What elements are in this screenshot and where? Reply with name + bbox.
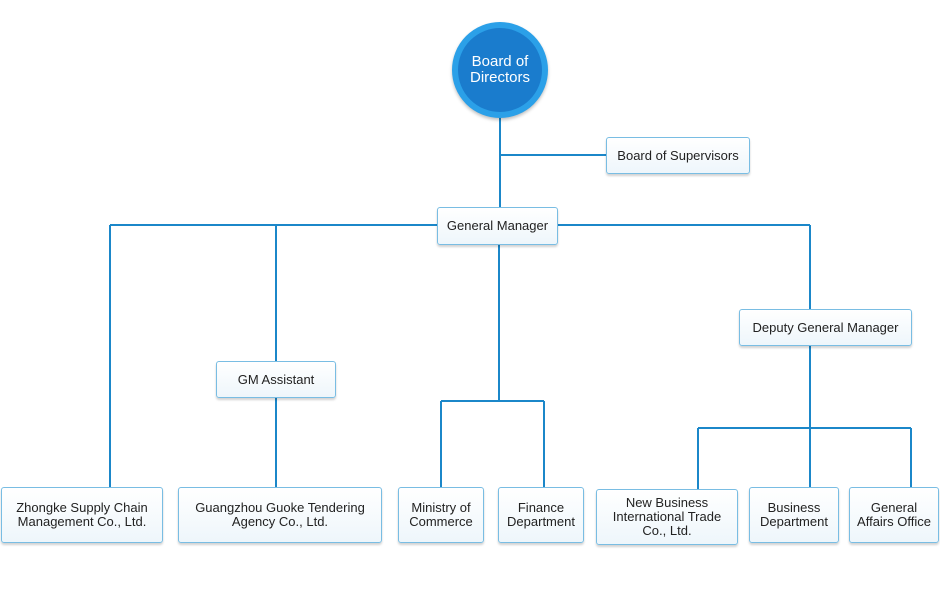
business-department-node: Business Department <box>749 487 839 543</box>
new-business-node: New Business International Trade Co., Lt… <box>596 489 738 545</box>
board-of-supervisors-node: Board of Supervisors <box>606 137 750 174</box>
general-affairs-office-node: General Affairs Office <box>849 487 939 543</box>
board-of-directors-node: Board of Directors <box>452 22 548 118</box>
deputy-general-manager-node: Deputy General Manager <box>739 309 912 346</box>
ministry-of-commerce-node: Ministry of Commerce <box>398 487 484 543</box>
general-manager-node: General Manager <box>437 207 558 245</box>
gm-assistant-node: GM Assistant <box>216 361 336 398</box>
finance-department-node: Finance Department <box>498 487 584 543</box>
zhongke-node: Zhongke Supply Chain Management Co., Ltd… <box>1 487 163 543</box>
guangzhou-node: Guangzhou Guoke Tendering Agency Co., Lt… <box>178 487 382 543</box>
